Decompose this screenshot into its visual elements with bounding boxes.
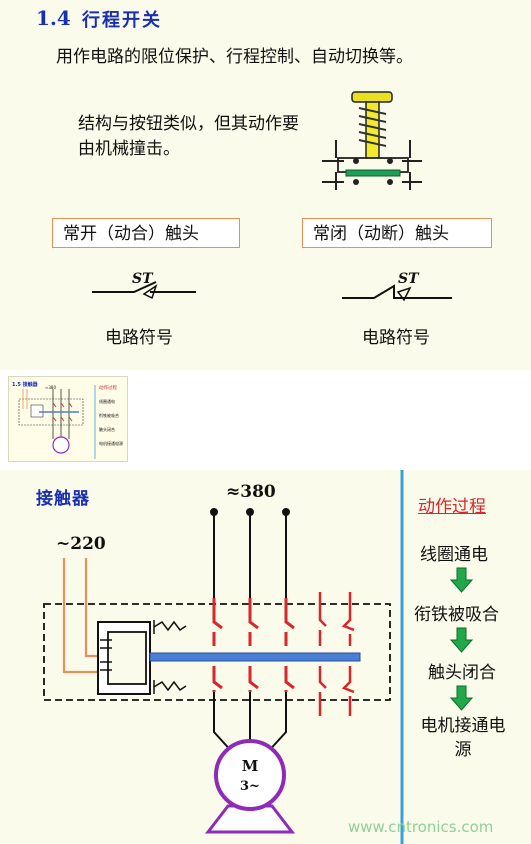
motor: M 3~ bbox=[204, 739, 296, 834]
nc-symbol-caption: 电路符号 bbox=[362, 328, 430, 348]
description-text: 结构与按钮类似，但其动作要由机械撞击。 bbox=[78, 114, 299, 159]
thumbnail-step-3: 触头闭合 bbox=[99, 426, 115, 432]
no-contact-st-label: ST bbox=[132, 271, 154, 287]
thumbnail-voltage: ≈380 bbox=[45, 385, 56, 390]
process-arrows bbox=[449, 567, 474, 711]
thumbnail-step-1: 线圈通电 bbox=[99, 398, 115, 404]
arrow-down-icon bbox=[449, 627, 474, 653]
contactor-enclosure bbox=[43, 603, 391, 701]
motor-label: M bbox=[242, 757, 259, 775]
arrow-down-icon bbox=[449, 567, 474, 593]
normally-closed-label: 常闭（动断）触头 bbox=[302, 218, 492, 248]
contactor-diagram: M 3~ bbox=[43, 470, 474, 844]
contactor-slide-thumbnail: 1.5 接触器 ≈380 动作过程 线圈通电 衔铁被吸合 触头闭合 电机接通电源 bbox=[8, 376, 128, 462]
limit-switch-illustration: ST ST bbox=[92, 91, 452, 302]
no-symbol-caption: 电路符号 bbox=[105, 328, 173, 348]
control-voltage-label: ~220 bbox=[56, 534, 106, 554]
section-title: 行程开关 bbox=[82, 10, 162, 31]
thumbnail-process-title: 动作过程 bbox=[99, 384, 117, 391]
process-step-4: 电机接通电源 bbox=[420, 716, 506, 760]
motor-phase-label: 3~ bbox=[240, 779, 260, 794]
process-step-2: 衔铁被吸合 bbox=[414, 605, 499, 625]
thumbnail-step-2: 衔铁被吸合 bbox=[99, 412, 119, 418]
limit-switch-slide: 1.4 行程开关 用作电路的限位保护、行程控制、自动切换等。 结构与按钮类似，但… bbox=[0, 0, 531, 370]
watermark: www.cntronics.com bbox=[348, 818, 494, 836]
process-step-3: 触头闭合 bbox=[428, 663, 496, 683]
process-title: 动作过程 bbox=[418, 497, 486, 517]
auxiliary-contacts bbox=[318, 592, 355, 716]
thumbnail-header: 1.5 接触器 bbox=[12, 381, 39, 388]
limit-switch-drawing bbox=[322, 91, 422, 190]
section-number: 1.4 bbox=[36, 6, 71, 30]
supply-lines bbox=[210, 508, 290, 755]
electromagnet-coil bbox=[97, 621, 151, 695]
contactor-title: 接触器 bbox=[36, 489, 90, 509]
normally-open-label: 常开（动合）触头 bbox=[52, 218, 240, 248]
main-contacts bbox=[212, 598, 295, 692]
control-wires bbox=[62, 558, 100, 674]
armature-bar bbox=[149, 652, 361, 662]
no-contact-symbol: ST bbox=[92, 271, 196, 300]
return-springs bbox=[153, 620, 187, 694]
nc-contact-symbol: ST bbox=[342, 271, 452, 302]
process-step-1: 线圈通电 bbox=[420, 545, 488, 565]
nc-contact-st-label: ST bbox=[398, 271, 420, 287]
thumbnail-drawing: 1.5 接触器 ≈380 动作过程 线圈通电 衔铁被吸合 触头闭合 电机接通电源 bbox=[12, 381, 123, 459]
arrow-down-icon bbox=[449, 685, 474, 711]
thumbnail-step-4: 电机接通电源 bbox=[99, 440, 123, 446]
intro-text: 用作电路的限位保护、行程控制、自动切换等。 bbox=[56, 47, 413, 67]
contactor-slide: M 3~ 接触器 ~220 ≈380 动作过程 线圈通电 衔铁被吸合 触头闭合 … bbox=[0, 470, 531, 844]
supply-voltage-label: ≈380 bbox=[226, 482, 276, 502]
